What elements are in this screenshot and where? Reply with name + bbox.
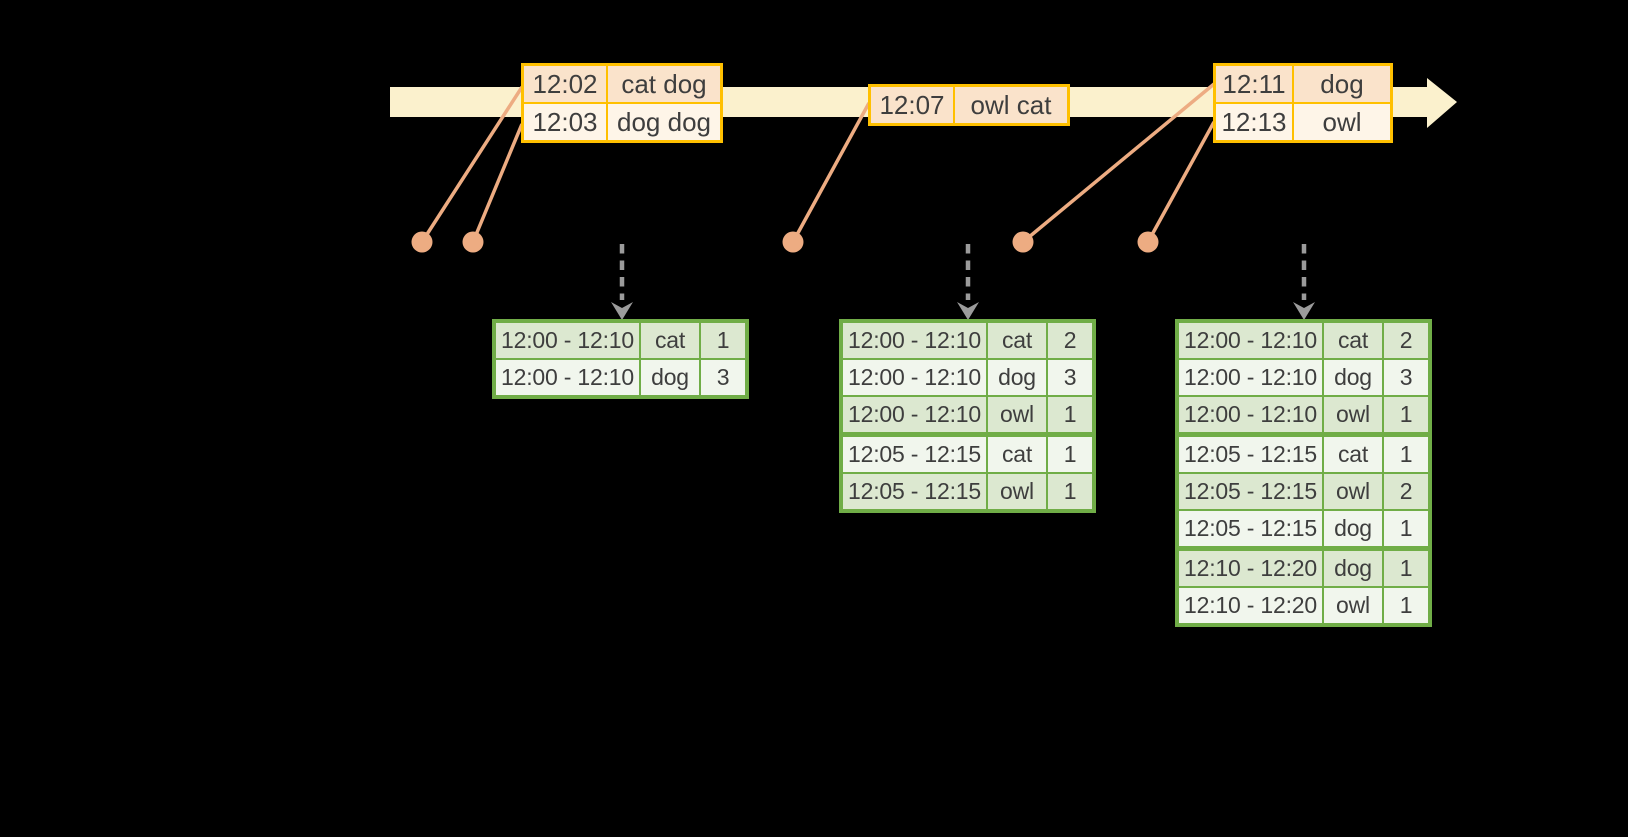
connector-line-1203 bbox=[471, 123, 524, 243]
count: 1 bbox=[1384, 397, 1428, 432]
count: 3 bbox=[1384, 360, 1428, 395]
word: dog bbox=[1324, 511, 1384, 546]
word: owl bbox=[1324, 588, 1384, 623]
event-time: 12:03 bbox=[524, 104, 608, 140]
word: cat bbox=[1324, 437, 1384, 472]
count: 1 bbox=[1048, 474, 1092, 509]
window-range: 12:00 - 12:10 bbox=[1179, 323, 1324, 358]
event-words: dog dog bbox=[608, 104, 720, 140]
count: 1 bbox=[1384, 437, 1428, 472]
result-row: 12:05 - 12:15 dog 1 bbox=[1179, 509, 1428, 546]
event-dot-1207 bbox=[782, 231, 804, 253]
event-dot-1211 bbox=[1012, 231, 1034, 253]
word: dog bbox=[988, 360, 1048, 395]
timeline-arrowhead-icon bbox=[1427, 78, 1457, 128]
result-row: 12:00 - 12:10 cat 2 bbox=[843, 323, 1092, 358]
word: cat bbox=[988, 437, 1048, 472]
event-row: 12:03 dog dog bbox=[524, 102, 720, 140]
result-row: 12:00 - 12:10 owl 1 bbox=[1179, 395, 1428, 432]
event-words: owl bbox=[1294, 104, 1390, 140]
event-words: cat dog bbox=[608, 66, 720, 102]
result-row: 12:05 - 12:15 cat 1 bbox=[1179, 432, 1428, 472]
trigger-arrowhead-icon bbox=[1293, 302, 1315, 320]
event-table-3: 12:11 dog 12:13 owl bbox=[1213, 63, 1393, 143]
result-row: 12:10 - 12:20 owl 1 bbox=[1179, 586, 1428, 623]
word: cat bbox=[988, 323, 1048, 358]
word: cat bbox=[641, 323, 701, 358]
count: 1 bbox=[1048, 437, 1092, 472]
result-row: 12:00 - 12:10 cat 1 bbox=[496, 323, 745, 358]
word: owl bbox=[1324, 397, 1384, 432]
connector-line-1211 bbox=[1021, 82, 1216, 244]
event-words: dog bbox=[1294, 66, 1390, 102]
event-row: 12:13 owl bbox=[1216, 102, 1390, 140]
window-range: 12:00 - 12:10 bbox=[496, 360, 641, 395]
result-table-3: 12:00 - 12:10 cat 2 12:00 - 12:10 dog 3 … bbox=[1175, 319, 1432, 627]
result-row: 12:05 - 12:15 owl 1 bbox=[843, 472, 1092, 509]
event-time: 12:07 bbox=[871, 87, 955, 123]
event-time: 12:13 bbox=[1216, 104, 1294, 140]
window-range: 12:00 - 12:10 bbox=[843, 397, 988, 432]
result-row: 12:10 - 12:20 dog 1 bbox=[1179, 546, 1428, 586]
word: dog bbox=[641, 360, 701, 395]
trigger-arrowhead-icon bbox=[957, 302, 979, 320]
event-table-1: 12:02 cat dog 12:03 dog dog bbox=[521, 63, 723, 143]
word: owl bbox=[1324, 474, 1384, 509]
event-time: 12:02 bbox=[524, 66, 608, 102]
count: 2 bbox=[1384, 323, 1428, 358]
window-range: 12:00 - 12:10 bbox=[843, 360, 988, 395]
count: 2 bbox=[1384, 474, 1428, 509]
trigger-arrowhead-icon bbox=[611, 302, 633, 320]
window-range: 12:10 - 12:20 bbox=[1179, 551, 1324, 586]
result-row: 12:00 - 12:10 cat 2 bbox=[1179, 323, 1428, 358]
event-row: 12:11 dog bbox=[1216, 66, 1390, 102]
event-dot-1213 bbox=[1137, 231, 1159, 253]
result-table-2: 12:00 - 12:10 cat 2 12:00 - 12:10 dog 3 … bbox=[839, 319, 1096, 513]
trigger-arrow-2 bbox=[957, 244, 979, 320]
word: owl bbox=[988, 474, 1048, 509]
result-row: 12:00 - 12:10 dog 3 bbox=[843, 358, 1092, 395]
event-dot-1203 bbox=[462, 231, 484, 253]
trigger-arrow-1 bbox=[611, 244, 633, 320]
connector-line-1213 bbox=[1146, 121, 1216, 243]
result-row: 12:00 - 12:10 dog 3 bbox=[496, 358, 745, 395]
window-range: 12:05 - 12:15 bbox=[843, 474, 988, 509]
window-range: 12:05 - 12:15 bbox=[1179, 474, 1324, 509]
result-row: 12:05 - 12:15 owl 2 bbox=[1179, 472, 1428, 509]
window-range: 12:10 - 12:20 bbox=[1179, 588, 1324, 623]
event-words: owl cat bbox=[955, 87, 1067, 123]
result-row: 12:00 - 12:10 dog 3 bbox=[1179, 358, 1428, 395]
window-range: 12:05 - 12:15 bbox=[1179, 511, 1324, 546]
word: dog bbox=[1324, 551, 1384, 586]
count: 3 bbox=[701, 360, 745, 395]
event-row: 12:07 owl cat bbox=[871, 87, 1067, 123]
word: dog bbox=[1324, 360, 1384, 395]
word: owl bbox=[988, 397, 1048, 432]
result-table-1: 12:00 - 12:10 cat 1 12:00 - 12:10 dog 3 bbox=[492, 319, 749, 399]
connector-line-1207 bbox=[791, 102, 871, 243]
trigger-arrow-3 bbox=[1293, 244, 1315, 320]
count: 2 bbox=[1048, 323, 1092, 358]
window-range: 12:05 - 12:15 bbox=[843, 437, 988, 472]
word: cat bbox=[1324, 323, 1384, 358]
event-table-2: 12:07 owl cat bbox=[868, 84, 1070, 126]
event-time: 12:11 bbox=[1216, 66, 1294, 102]
window-range: 12:05 - 12:15 bbox=[1179, 437, 1324, 472]
count: 1 bbox=[1048, 397, 1092, 432]
count: 3 bbox=[1048, 360, 1092, 395]
event-dot-1202 bbox=[411, 231, 433, 253]
count: 1 bbox=[1384, 551, 1428, 586]
window-range: 12:00 - 12:10 bbox=[1179, 397, 1324, 432]
window-range: 12:00 - 12:10 bbox=[496, 323, 641, 358]
window-range: 12:00 - 12:10 bbox=[1179, 360, 1324, 395]
result-row: 12:00 - 12:10 owl 1 bbox=[843, 395, 1092, 432]
count: 1 bbox=[1384, 511, 1428, 546]
event-row: 12:02 cat dog bbox=[524, 66, 720, 102]
window-range: 12:00 - 12:10 bbox=[843, 323, 988, 358]
result-row: 12:05 - 12:15 cat 1 bbox=[843, 432, 1092, 472]
count: 1 bbox=[1384, 588, 1428, 623]
count: 1 bbox=[701, 323, 745, 358]
connector-line-1202 bbox=[420, 86, 524, 243]
